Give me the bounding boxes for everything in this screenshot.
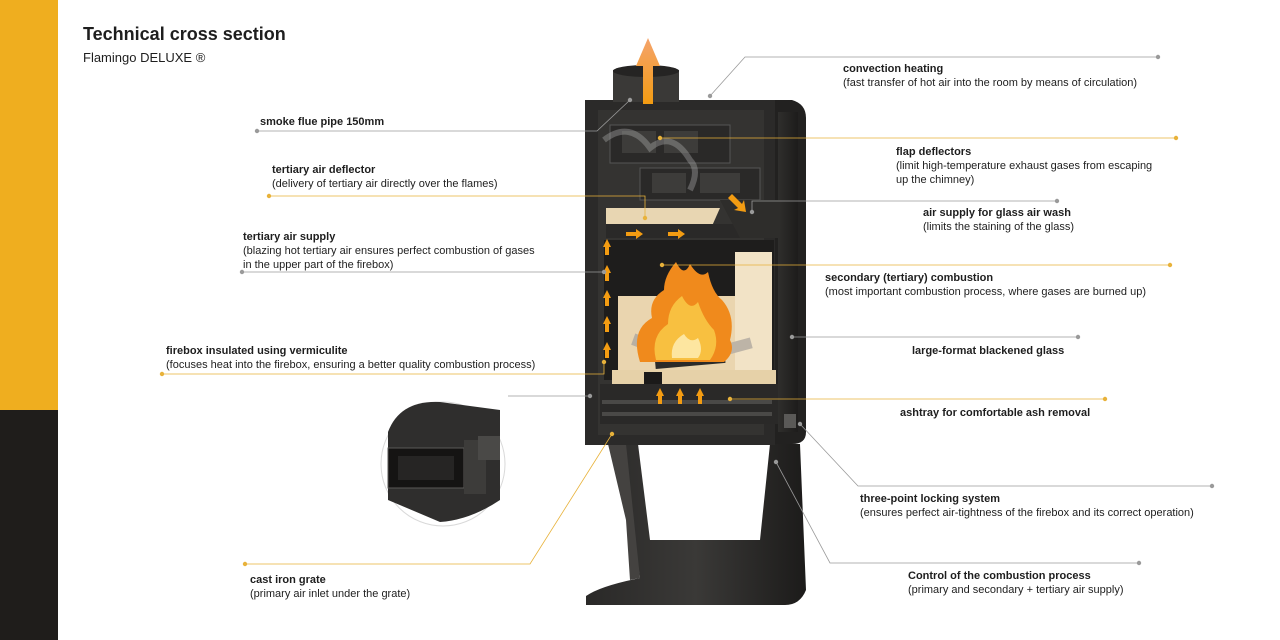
fire-flames: [631, 262, 753, 370]
label-title: cast iron grate: [250, 574, 326, 586]
label-title: three-point locking system: [860, 493, 1000, 505]
label-title: large-format blackened glass: [912, 345, 1065, 357]
label-title: air supply for glass air wash: [923, 207, 1071, 219]
label-smoke-flue: smoke flue pipe 150mm: [260, 115, 384, 129]
label-locking: three-point locking system (ensures perf…: [860, 492, 1194, 520]
leader-lines-right: [660, 56, 1212, 564]
label-desc: (focuses heat into the firebox, ensuring…: [166, 359, 536, 371]
leader-lines: [162, 99, 646, 565]
label-desc: (most important combustion process, wher…: [825, 286, 1146, 298]
label-desc: (primary air inlet under the grate): [250, 588, 411, 600]
locking-detail-inset: [380, 401, 506, 527]
label-desc: (fast transfer of hot air into the room …: [843, 77, 1138, 89]
label-title: tertiary air supply: [243, 231, 336, 243]
label-cast-iron-grate: cast iron grate (primary air inlet under…: [250, 573, 410, 601]
airflow-arrows: [603, 194, 746, 404]
label-firebox-insulated: firebox insulated using vermiculite (foc…: [166, 344, 535, 372]
page-subtitle: Flamingo DELUXE ®: [83, 50, 206, 65]
label-title: smoke flue pipe 150mm: [260, 116, 385, 128]
leader-dots: [159, 54, 1215, 567]
label-secondary-combustion: secondary (tertiary) combustion (most im…: [825, 271, 1146, 299]
label-flap-deflectors: flap deflectors (limit high-temperature …: [896, 145, 1152, 187]
label-convection: convection heating (fast transfer of hot…: [843, 62, 1137, 90]
ash-drawer: [600, 372, 796, 428]
label-desc: (limits the staining of the glass): [923, 221, 1075, 233]
label-desc: (primary and secondary + tertiary air su…: [908, 584, 1124, 596]
label-title: tertiary air deflector: [272, 164, 376, 176]
label-combustion-control: Control of the combustion process (prima…: [908, 569, 1124, 597]
exhaust-arrow: [636, 38, 660, 104]
label-title: firebox insulated using vermiculite: [166, 345, 348, 357]
label-ashtray: ashtray for comfortable ash removal: [900, 406, 1090, 420]
dark-band: [0, 410, 58, 640]
label-glass-wash: air supply for glass air wash (limits th…: [923, 206, 1074, 234]
label-tertiary-deflector: tertiary air deflector (delivery of tert…: [272, 163, 498, 191]
label-title: Control of the combustion process: [908, 570, 1091, 582]
label-title: convection heating: [843, 63, 944, 75]
label-desc: (ensures perfect air-tightness of the fi…: [860, 507, 1194, 519]
stove-stand: [586, 444, 806, 605]
label-tertiary-supply: tertiary air supply (blazing hot tertiar…: [243, 230, 535, 272]
flap-deflector-baffles: [602, 124, 761, 201]
label-blackened-glass: large-format blackened glass: [912, 344, 1064, 358]
accent-band: [0, 0, 58, 410]
label-title: flap deflectors: [896, 146, 972, 158]
label-desc: (blazing hot tertiary air ensures perfec…: [243, 245, 535, 271]
label-title: secondary (tertiary) combustion: [825, 272, 994, 284]
label-desc: (limit high-temperature exhaust gases fr…: [896, 160, 1153, 186]
label-desc: (delivery of tertiary air directly over …: [272, 178, 498, 190]
label-title: ashtray for comfortable ash removal: [900, 407, 1091, 419]
page-title: Technical cross section: [83, 24, 286, 44]
